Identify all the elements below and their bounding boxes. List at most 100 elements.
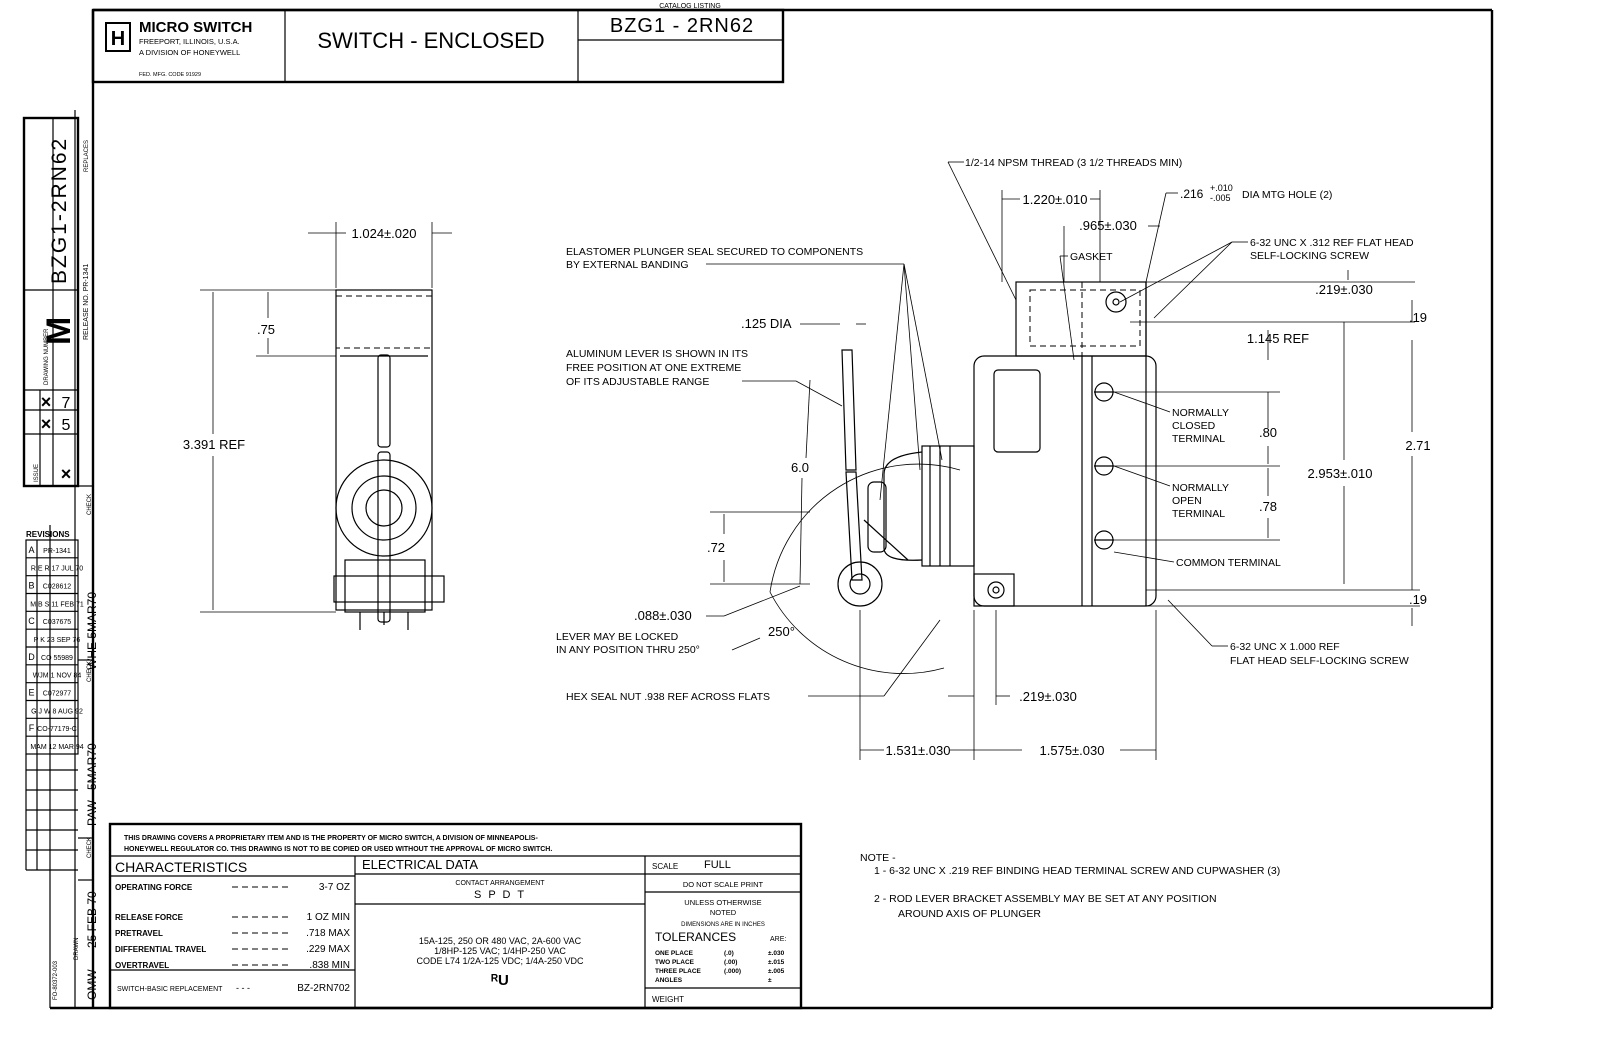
nc-2: CLOSED (1172, 420, 1216, 432)
void-mark-3: × (61, 464, 72, 484)
gasket-label: GASKET (1070, 251, 1113, 263)
aluminum-2: FREE POSITION AT ONE EXTREME (566, 362, 741, 374)
revision-entry: C028612 (43, 584, 72, 591)
tolerance-label: ANGLES (655, 977, 683, 984)
characteristic-value: 3-7 OZ (319, 882, 350, 893)
mtg-tol-minus: -.005 (1210, 193, 1231, 203)
dim-72: .72 (707, 540, 725, 555)
form-code: FO-80372-003 (53, 960, 59, 1000)
dims-in-inches: DIMENSIONS ARE IN INCHES (681, 922, 765, 928)
initials-1: WHE 5MAR70 (85, 592, 99, 670)
screw-bot-1: 6-32 UNC X 1.000 REF (1230, 641, 1340, 653)
dia-125: .125 DIA (741, 316, 792, 331)
revision-letter: B (28, 581, 34, 591)
initials-5: OMW (85, 969, 99, 1000)
dim-1531: 1.531±.030 (886, 743, 951, 758)
tolerances-are: ARE: (770, 936, 786, 943)
electrical-line3: CODE L74 1/2A-125 VDC; 1/4A-250 VDC (416, 956, 584, 966)
no-2: OPEN (1172, 495, 1202, 507)
aluminum-1: ALUMINUM LEVER IS SHOWN IN ITS (566, 348, 748, 360)
electrical-line2: 1/8HP-125 VAC; 1/4HP-250 VAC (434, 946, 566, 956)
release-label: RELEASE NO. PR-1341 (83, 264, 90, 340)
revision-entry: C072977 (43, 691, 72, 698)
dim-088: .088±.030 (634, 608, 692, 623)
weight-label: WEIGHT (652, 995, 684, 1004)
width-dim: 1.024±.020 (352, 226, 417, 241)
dim-19-bottom: .19 (1409, 592, 1427, 607)
revision-entry: CO 55989 (41, 655, 73, 662)
company-division: A DIVISION OF HONEYWELL (139, 48, 240, 57)
catalog-number: BZG1 - 2RN62 (610, 15, 754, 37)
tolerance-label: THREE PLACE (655, 968, 702, 975)
characteristic-value: .718 MAX (306, 928, 350, 939)
dim-60: 6.0 (791, 460, 809, 475)
fed-code: FED. MFG. CODE 91929 (139, 72, 201, 78)
contact-value: S P D T (474, 889, 526, 901)
void-mark-2: × (41, 414, 52, 434)
tolerance-value: ±.015 (768, 959, 785, 966)
screw-top-1: 6-32 UNC X .312 REF FLAT HEAD (1250, 237, 1414, 249)
revision-letter: E (28, 688, 34, 698)
angle-250: 250° (768, 624, 795, 639)
electrical-heading: ELECTRICAL DATA (362, 857, 478, 872)
initials-3: PAW (85, 799, 99, 826)
tolerance-format: (.00) (724, 959, 737, 966)
left-view: 1.024±.020 .75 3.391 REF (183, 222, 452, 630)
screw-top-2: SELF-LOCKING SCREW (1250, 250, 1369, 262)
characteristic-label: DIFFERENTIAL TRAVEL (115, 945, 206, 954)
issue-value-1: 7 (62, 395, 71, 412)
tolerance-format: (.0) (724, 950, 734, 957)
elastomer-2: BY EXTERNAL BANDING (566, 259, 689, 271)
note-1: 1 - 6-32 UNC X .219 REF BINDING HEAD TER… (874, 865, 1280, 877)
void-mark-1: × (41, 392, 52, 412)
revision-entry: R E R 17 JUL 70 (31, 566, 83, 573)
scale-value: FULL (704, 859, 731, 871)
dim-1220: 1.220±.010 (1023, 192, 1088, 207)
dim-271: 2.71 (1405, 438, 1430, 453)
revisions-label: REVISIONS (26, 530, 70, 539)
revision-entry: C037675 (43, 619, 72, 626)
tolerance-format: (.000) (724, 968, 741, 975)
dim-80: .80 (1259, 425, 1277, 440)
proprietary-line1: THIS DRAWING COVERS A PROPRIETARY ITEM A… (124, 835, 538, 842)
note-heading: NOTE - (860, 852, 896, 864)
company-name: MICRO SWITCH (139, 19, 252, 36)
revision-entry: G J W 8 AUG 92 (31, 708, 83, 715)
issue-value-2: 5 (62, 417, 71, 434)
revision-entry: PR-1341 (43, 548, 71, 555)
check-label-3: CHECK (87, 837, 93, 858)
noted: NOTED (710, 908, 737, 917)
characteristic-label: RELEASE FORCE (115, 913, 184, 922)
aluminum-3: OF ITS ADJUSTABLE RANGE (566, 376, 709, 388)
replacement-label: SWITCH-BASIC REPLACEMENT (117, 986, 223, 993)
replacement-dashes: - - - (236, 983, 250, 993)
notes: NOTE - 1 - 6-32 UNC X .219 REF BINDING H… (860, 852, 1280, 920)
tolerance-value: ± (768, 977, 772, 984)
dim-965: .965±.030 (1079, 218, 1137, 233)
dim-78: .78 (1259, 499, 1277, 514)
check-label-2: CHECK (87, 661, 93, 682)
catalog-label: CATALOG LISTING (659, 3, 721, 10)
bottom-block: THIS DRAWING COVERS A PROPRIETARY ITEM A… (108, 822, 803, 1010)
thread-note: 1/2-14 NPSM THREAD (3 1/2 THREADS MIN) (965, 157, 1182, 169)
dim-219-top: .219±.030 (1315, 282, 1373, 297)
hex-nut: HEX SEAL NUT .938 REF ACROSS FLATS (566, 691, 770, 703)
revision-letter: F (29, 723, 35, 733)
revision-letter: A (28, 545, 34, 555)
revision-entry: MAM 12 MAR 94 (30, 744, 83, 751)
top-dim: .75 (257, 322, 275, 337)
revision-entry: P K 23 SEP 76 (34, 637, 81, 644)
characteristic-label: OVERTRAVEL (115, 961, 169, 970)
nc-3: TERMINAL (1172, 433, 1225, 445)
characteristics-heading: CHARACTERISTICS (115, 859, 247, 875)
unless-otherwise: UNLESS OTHERWISE (684, 898, 761, 907)
characteristic-value: 1 OZ MIN (307, 912, 350, 923)
initials-4: 25 FEB 70 (85, 891, 99, 948)
initials-2: 5MAR70 (85, 743, 99, 790)
revision-letter: C (28, 616, 35, 626)
dim-1575: 1.575±.030 (1040, 743, 1105, 758)
elastomer-1: ELASTOMER PLUNGER SEAL SECURED TO COMPON… (566, 246, 863, 258)
vertical-drawing-number: BZG1-2RN62 (48, 137, 71, 284)
characteristic-label: OPERATING FORCE (115, 883, 193, 892)
